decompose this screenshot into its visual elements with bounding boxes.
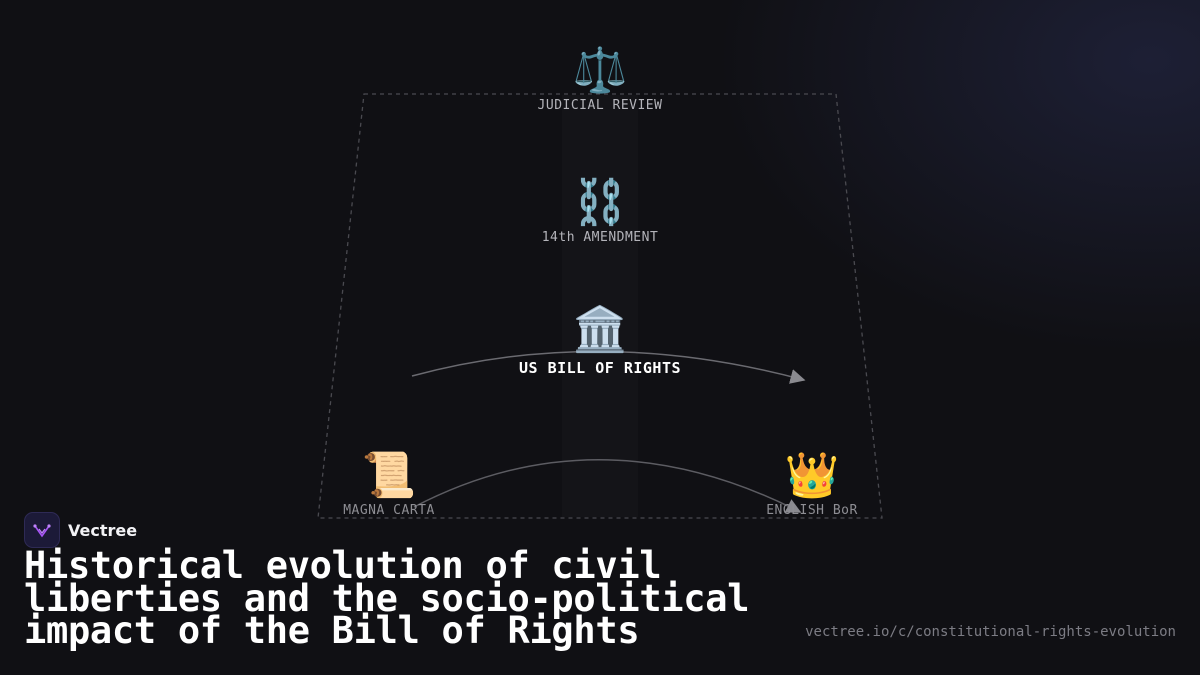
node-label: US BILL OF RIGHTS <box>518 359 682 377</box>
node-label: ENGLISH BoR <box>766 503 858 518</box>
brand-name: Vectree <box>68 520 138 540</box>
node-14th-amendment: ⛓️ 14th AMENDMENT <box>541 177 659 246</box>
source-url[interactable]: vectree.io/c/constitutional-rights-evolu… <box>805 624 1176 640</box>
brand[interactable]: Vectree <box>24 512 137 548</box>
node-english-bor: 👑 ENGLISH BoR <box>766 450 858 519</box>
edge-us-bor-to-english-bor <box>411 350 806 384</box>
edge-magna-carta-to-english-bor <box>413 458 802 513</box>
node-us-bill-of-rights: 🏛️ US BILL OF RIGHTS <box>518 304 682 378</box>
classical-building-icon: 🏛️ <box>572 304 628 355</box>
node-label: 14th AMENDMENT <box>541 230 659 245</box>
chain-icon: ⛓️ <box>572 177 628 228</box>
trapezoid-frame <box>317 93 883 519</box>
scales-icon: ⚖️ <box>572 45 628 96</box>
node-judicial-review: ⚖️ JUDICIAL REVIEW <box>537 45 663 114</box>
node-label: MAGNA CARTA <box>343 503 435 518</box>
scroll-icon: 📜 <box>361 450 417 501</box>
vectree-logo-icon <box>24 512 60 548</box>
crown-icon: 👑 <box>784 450 840 501</box>
node-label: JUDICIAL REVIEW <box>537 98 663 113</box>
page-title: Historical evolution of civil liberties … <box>24 544 750 652</box>
node-magna-carta: 📜 MAGNA CARTA <box>343 450 435 519</box>
